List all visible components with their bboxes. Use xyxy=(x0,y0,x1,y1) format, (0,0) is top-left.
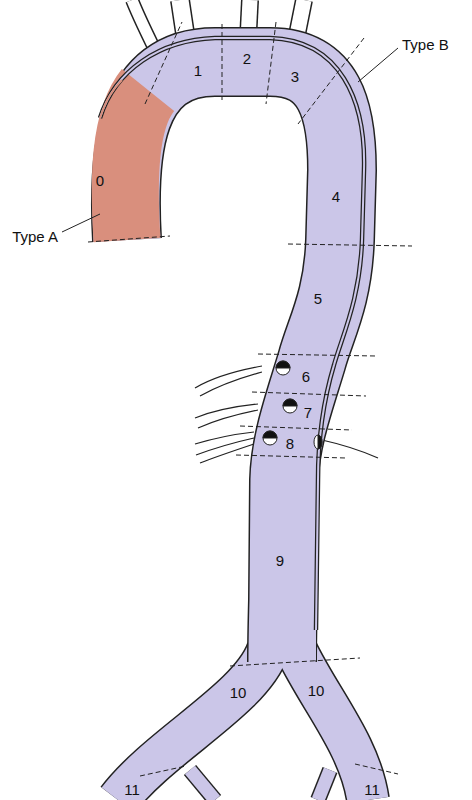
zone-number: 4 xyxy=(332,189,340,204)
leader-lines xyxy=(62,48,398,232)
zone-number: 2 xyxy=(243,51,251,66)
aorta-outline xyxy=(126,62,342,662)
zone-number: 0 xyxy=(96,173,104,188)
zone-number: 10 xyxy=(308,683,325,698)
zone-number: 5 xyxy=(314,291,322,306)
bifurcation-fill xyxy=(250,630,316,660)
zone-number: 3 xyxy=(291,69,299,84)
zone-number: 6 xyxy=(302,369,310,384)
zone-number: 10 xyxy=(230,685,247,700)
type-label: Type B xyxy=(402,37,449,52)
zone-boundaries xyxy=(88,22,412,776)
zone-number: 9 xyxy=(276,553,284,568)
zone-number: 11 xyxy=(364,782,380,797)
zone-number: 8 xyxy=(286,436,294,451)
zone-number: 7 xyxy=(304,405,312,420)
aorta-lumen xyxy=(126,62,342,662)
dissection-flap xyxy=(100,38,364,630)
type-label: Type A xyxy=(12,229,58,244)
zone-number: 1 xyxy=(194,63,202,78)
zone-0-region xyxy=(125,90,148,240)
zone-number: 11 xyxy=(124,782,140,797)
iliac-arteries xyxy=(118,650,368,800)
